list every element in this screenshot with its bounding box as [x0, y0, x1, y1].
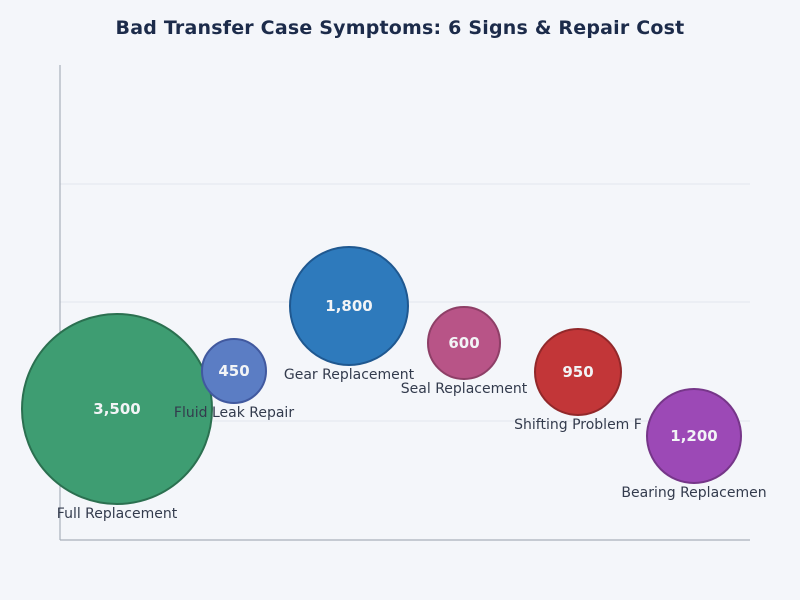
bubble-seal-replacement: [427, 306, 501, 380]
chart-title: Bad Transfer Case Symptoms: 6 Signs & Re…: [115, 17, 685, 39]
bubble-shifting-problem-f: [534, 328, 622, 416]
bubbles-layer: [21, 246, 742, 505]
bubble-label-full-replacement: Full Replacement: [57, 506, 178, 522]
bubble-full-replacement: [21, 313, 213, 505]
bubble-fluid-leak-repair: [201, 338, 267, 404]
bubble-value-gear-replacement: 1,800: [325, 297, 372, 315]
bubble-value-shifting-problem-f: 950: [562, 363, 593, 381]
bubble-value-seal-replacement: 600: [448, 334, 479, 352]
bubble-bearing-replacemen: [646, 388, 742, 484]
bubble-value-bearing-replacemen: 1,200: [670, 427, 717, 445]
bubble-label-seal-replacement: Seal Replacement: [401, 381, 528, 397]
bubble-value-fluid-leak-repair: 450: [218, 362, 249, 380]
bubble-label-shifting-problem-f: Shifting Problem F: [514, 417, 642, 433]
bubble-label-bearing-replacemen: Bearing Replacemen: [621, 485, 766, 501]
bubble-value-full-replacement: 3,500: [93, 400, 140, 418]
bubble-label-fluid-leak-repair: Fluid Leak Repair: [174, 405, 294, 421]
bubble-label-gear-replacement: Gear Replacement: [284, 367, 415, 383]
bubble-gear-replacement: [289, 246, 409, 366]
